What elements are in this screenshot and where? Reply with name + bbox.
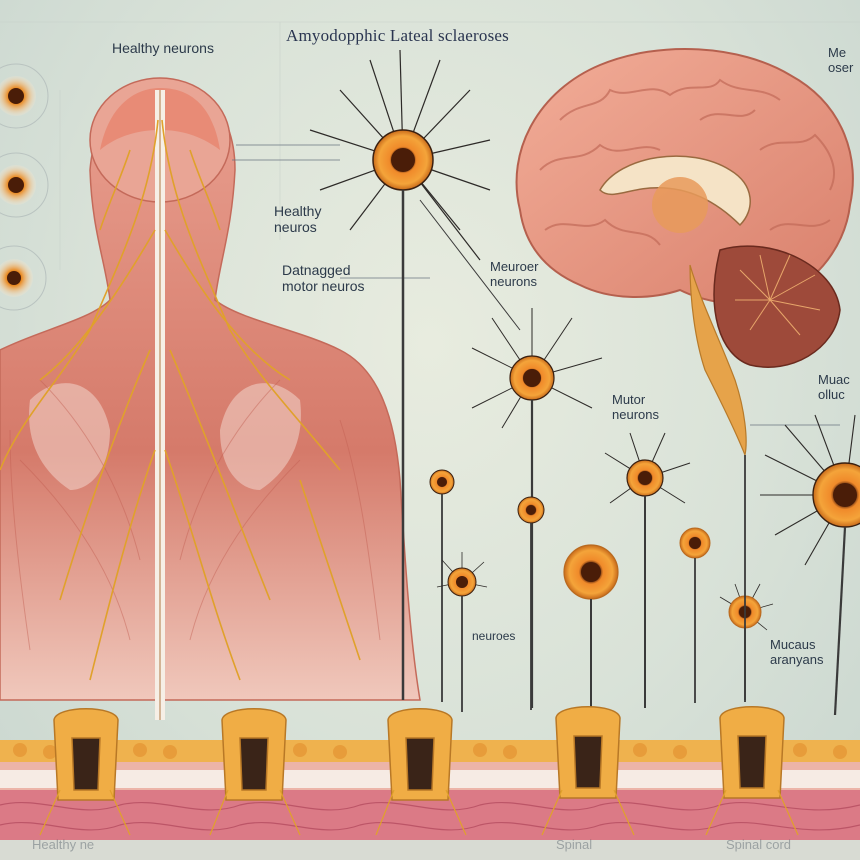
label-neuroes: neuroes <box>472 630 515 644</box>
neuron-orb-1 <box>564 545 618 712</box>
label-healthy-neuros: Healthy neuros <box>274 203 321 235</box>
side-neuron-cells <box>0 64 48 310</box>
neuron-right-edge <box>760 415 860 715</box>
label-mucaus-aranyans: Mucaus aranyans <box>770 638 823 668</box>
brain <box>517 49 853 700</box>
neuron-orb-3 <box>720 584 773 702</box>
label-damaged-motor: Datnagged motor neuros <box>282 262 364 294</box>
label-spinal-cord: Spinal cord <box>726 838 791 853</box>
diagram-title: Amyodopphic Lateal sclaeroses <box>286 26 509 46</box>
label-healthy-neurons-top: Healthy neurons <box>112 40 214 56</box>
neuron-orb-2 <box>680 528 710 703</box>
label-right-mid: Muac olluc <box>818 373 850 403</box>
neuron-small-2 <box>518 497 544 710</box>
label-meuroer-neurons: Meuroer neurons <box>490 260 538 290</box>
label-mutor-neurons: Mutor neurons <box>612 393 659 423</box>
label-spinal: Spinal <box>556 838 592 853</box>
label-bottom-left: Healthy ne <box>32 838 94 853</box>
label-right-top: Me oser <box>828 46 853 76</box>
human-back-figure <box>0 78 420 720</box>
